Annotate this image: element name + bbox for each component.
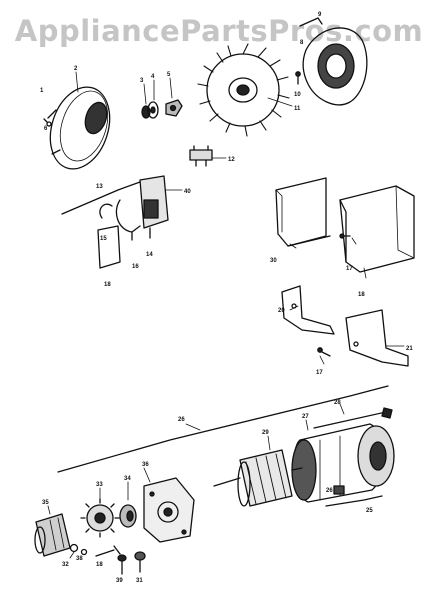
callout-31: 31 <box>136 578 143 584</box>
stud-19 <box>95 545 121 557</box>
callout-16: 16 <box>132 264 139 270</box>
callout-13: 13 <box>96 184 103 190</box>
assembly-bracket-26 <box>57 385 389 473</box>
spacer-32 <box>69 543 88 556</box>
callout-3: 3 <box>140 78 144 84</box>
callout-5: 5 <box>167 72 171 78</box>
nut-and-washer <box>141 101 159 119</box>
callout-25: 25 <box>366 508 373 514</box>
brush-26b <box>333 485 345 495</box>
callout-18b: 18 <box>358 292 365 298</box>
armature <box>213 449 303 507</box>
callout-17b: 17 <box>316 370 323 376</box>
callout-36: 36 <box>142 462 149 468</box>
callout-15: 15 <box>100 236 107 242</box>
through-bolt <box>313 407 393 429</box>
callout-34: 34 <box>124 476 131 482</box>
flywheel-screen <box>47 86 111 170</box>
callout-11: 11 <box>294 106 301 112</box>
bolt-39 <box>117 554 127 575</box>
callout-21: 21 <box>406 346 413 352</box>
nut-31 <box>134 551 146 573</box>
callout-39: 39 <box>116 578 123 584</box>
starter-motor-housing <box>291 423 395 503</box>
starter-cup <box>165 99 183 117</box>
screw-10 <box>295 71 301 85</box>
callout-27: 27 <box>302 414 309 420</box>
screw-17a <box>339 233 351 239</box>
callout-26b: 26 <box>326 488 333 494</box>
callout-29: 29 <box>262 430 269 436</box>
callout-38: 38 <box>76 556 83 562</box>
callout-4: 4 <box>151 74 155 80</box>
callout-20: 20 <box>278 308 285 314</box>
callout-1: 1 <box>40 88 44 94</box>
ignition-assembly <box>97 175 169 269</box>
callout-35: 35 <box>42 500 49 506</box>
callout-28: 28 <box>334 400 341 406</box>
flywheel <box>197 43 290 137</box>
bracket-line-25 <box>325 495 383 507</box>
callout-9: 9 <box>318 12 322 18</box>
callout-19: 18 <box>96 562 103 568</box>
terminal-block <box>189 145 213 167</box>
screw-17b <box>317 347 331 357</box>
shield-30 <box>275 177 331 247</box>
pinion <box>119 504 137 528</box>
callout-32: 32 <box>62 562 69 568</box>
callout-17a: 17 <box>346 266 353 272</box>
callout-10: 10 <box>294 92 301 98</box>
callout-12: 12 <box>228 157 235 163</box>
callout-8: 8 <box>300 40 304 46</box>
drive-end-cap <box>143 477 195 543</box>
cover-21 <box>345 309 409 367</box>
callout-14: 14 <box>146 252 153 258</box>
screw-1 <box>46 121 52 127</box>
starter-gear <box>80 498 120 538</box>
bracket-line-13 <box>61 181 141 215</box>
callout-33: 33 <box>96 482 103 488</box>
callout-30: 30 <box>270 258 277 264</box>
callout-26a: 26 <box>178 417 185 423</box>
drive-assembly <box>34 513 71 557</box>
shield-18 <box>339 185 415 273</box>
blower-housing <box>299 17 368 106</box>
callout-6: 6 <box>44 126 48 132</box>
callout-2: 2 <box>74 66 78 72</box>
callout-18a: 18 <box>104 282 111 288</box>
callout-40: 40 <box>184 189 191 195</box>
